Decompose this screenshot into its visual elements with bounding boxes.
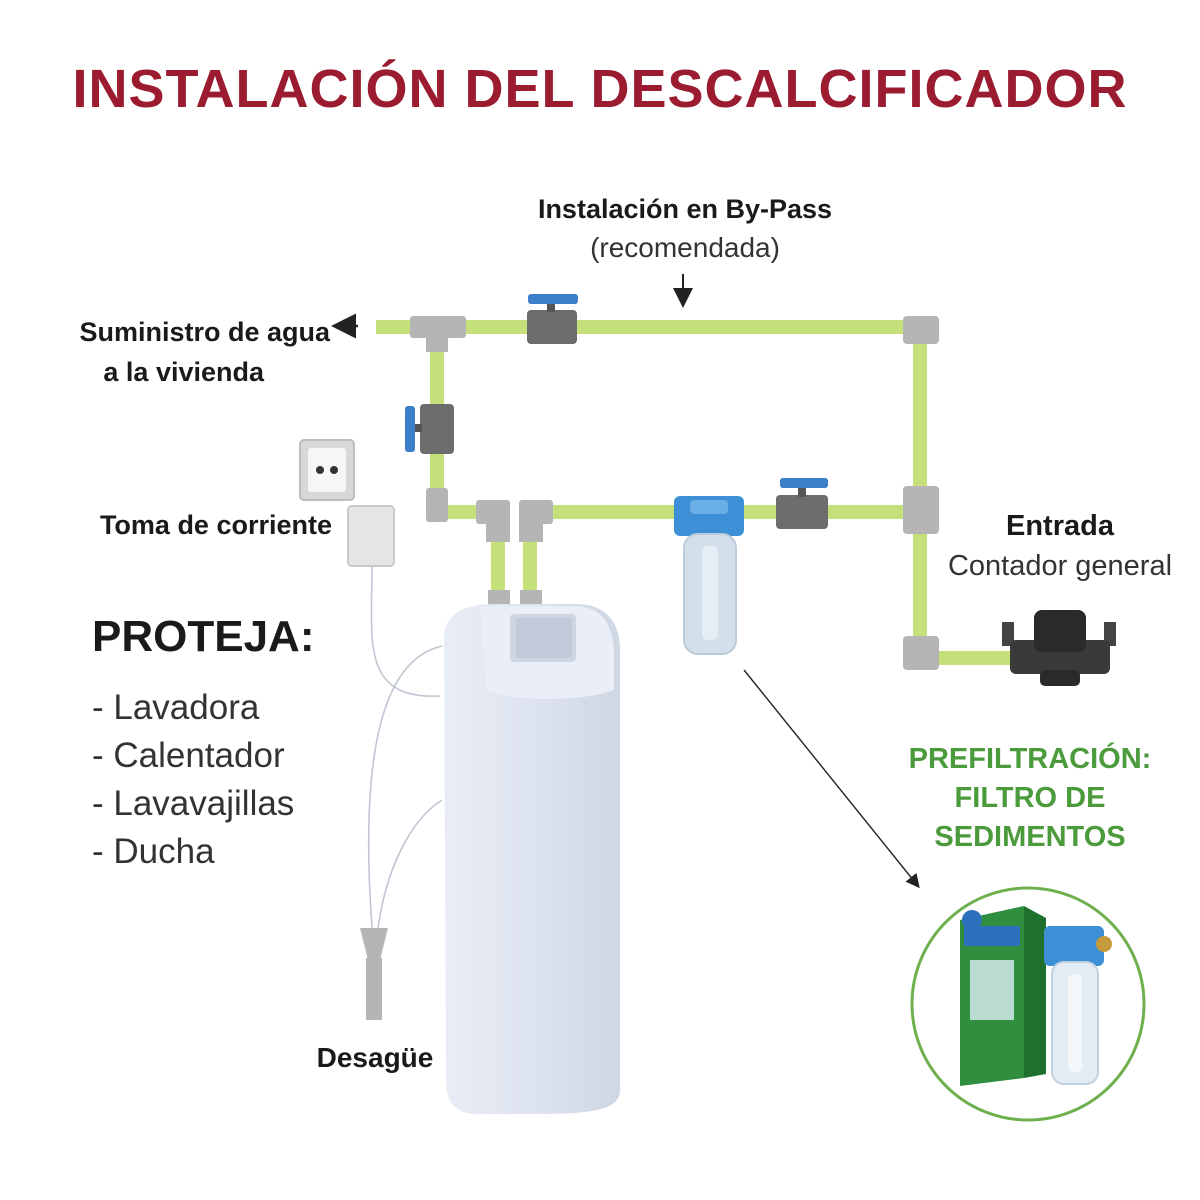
power-outlet-icon: [299, 439, 355, 501]
prefilter-pointer-arrow: [743, 669, 920, 889]
sediment-filter-icon: [674, 496, 744, 655]
protect-item-dishwasher: - Lavavajillas: [92, 784, 295, 823]
page-title: INSTALACIÓN DEL DESCALCIFICADOR: [72, 59, 1128, 119]
pipe-fittings: [410, 316, 939, 670]
protect-item-washer: - Lavadora: [92, 688, 260, 727]
inlet-label: Entrada: [1006, 510, 1114, 542]
water-meter-icon: [1002, 610, 1116, 686]
drain-label: Desagüe: [316, 1042, 434, 1073]
water-softener-icon: [444, 604, 620, 1114]
prefiltration-line2: FILTRO DE: [954, 782, 1106, 814]
power-outlet-label: Toma de corriente: [99, 510, 332, 540]
prefiltration-line1: PREFILTRACIÓN:: [908, 743, 1152, 775]
bypass-sublabel: (recomendada): [590, 232, 780, 263]
inlet-sublabel: Contador general: [947, 550, 1173, 582]
protect-item-heater: - Calentador: [92, 736, 285, 775]
protect-title: PROTEJA:: [92, 612, 315, 661]
protect-item-shower: - Ducha: [92, 832, 215, 871]
softener-hoses: [367, 565, 443, 929]
drain-icon: [360, 928, 388, 1020]
outlet-valve-icon: [405, 404, 454, 454]
inlet-valve-icon: [776, 478, 828, 529]
prefilter-product-image: [910, 886, 1146, 1122]
prefiltration-label: PREFILTRACIÓN: FILTRO DE SEDIMENTOS: [900, 740, 1160, 857]
power-adapter-icon: [347, 505, 395, 567]
bypass-valve-icon: [527, 294, 578, 344]
supply-label: Suministro de agua a la vivienda: [40, 312, 330, 392]
supply-label-line2: a la vivienda: [103, 357, 264, 387]
bypass-label: Instalación en By-Pass: [537, 194, 833, 224]
protect-list: - Lavadora - Calentador - Lavavajillas -…: [92, 684, 294, 876]
supply-label-line1: Suministro de agua: [79, 317, 330, 347]
prefiltration-line3: SEDIMENTOS: [934, 821, 1126, 853]
